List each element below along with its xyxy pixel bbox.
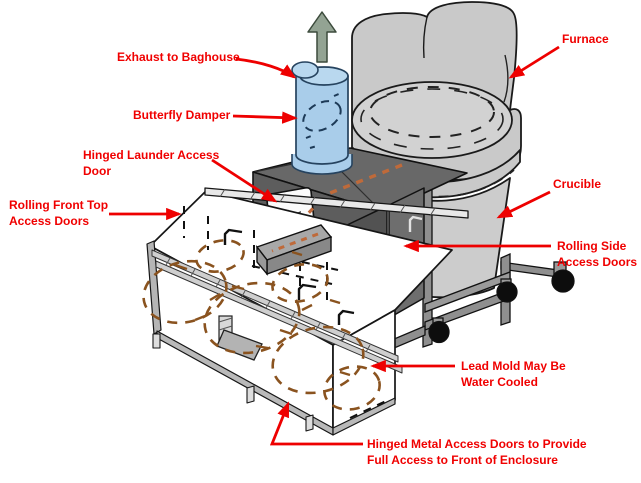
door-pull-brackets bbox=[223, 228, 355, 325]
arrow-crucible bbox=[496, 190, 551, 219]
enclosure-left-post bbox=[146, 240, 162, 335]
furnace-body-crease bbox=[422, 16, 428, 59]
arrow-butterfly-damper bbox=[232, 111, 298, 124]
exhaust-pipe-top-lobe bbox=[291, 61, 319, 79]
arrow-furnace bbox=[508, 45, 560, 79]
back-beam-hatch bbox=[219, 188, 436, 217]
furnace-mouth-hidden-edge-2 bbox=[360, 88, 504, 150]
label-butterfly-damper: Butterfly Damper bbox=[133, 108, 231, 122]
fume-swirls-group bbox=[142, 239, 381, 411]
label-furnace: Furnace bbox=[562, 32, 609, 46]
enclosure-bottom-rail-right bbox=[332, 397, 396, 436]
annotation-arrows bbox=[109, 45, 560, 446]
furnace-mouth bbox=[351, 81, 513, 159]
front-top-door-track-rails bbox=[151, 249, 403, 374]
exhaust-pipe-body bbox=[295, 75, 349, 165]
furnace-mouth-hidden-edge bbox=[369, 86, 495, 138]
label-hinged-metal-access-doors: Hinged Metal Access Doors to Provide Ful… bbox=[367, 437, 587, 467]
label-hinged-launder-access-door: Hinged Launder Access Door bbox=[83, 148, 220, 178]
label-crucible: Crucible bbox=[553, 177, 602, 191]
door-handle-right bbox=[408, 215, 423, 232]
arrow-hinged-launder-door bbox=[211, 158, 278, 203]
butterfly-damper-dashed-ellipse bbox=[302, 100, 342, 132]
arrow-hinged-metal bbox=[269, 401, 363, 446]
enclosure-foot-2 bbox=[246, 385, 255, 404]
enclosure-foot-1 bbox=[152, 333, 161, 349]
label-lead-mold-water-cooled: Lead Mold May Be Water Cooled bbox=[461, 359, 566, 389]
launder-trough-group bbox=[255, 224, 333, 276]
label-exhaust-to-baghouse: Exhaust to Baghouse bbox=[117, 50, 240, 64]
damper-tick-marks bbox=[305, 92, 342, 149]
arrow-exhaust-to-baghouse bbox=[235, 57, 297, 79]
exhaust-flow-up-arrow bbox=[307, 11, 337, 63]
launder-trough-end bbox=[256, 244, 268, 276]
caster-wheel-rear bbox=[551, 269, 575, 293]
launder-molten-path-trough bbox=[271, 232, 319, 253]
crucible-crease bbox=[503, 54, 509, 103]
label-rolling-side-access-doors: Rolling Side Access Doors bbox=[557, 239, 638, 269]
caster-wheel-right bbox=[496, 281, 518, 303]
label-rolling-front-top-access-doors: Rolling Front Top Access Doors bbox=[9, 198, 109, 228]
enclosure-foot-3 bbox=[305, 414, 314, 432]
hood-top-crease-left bbox=[253, 162, 298, 173]
caster-wheel-mid bbox=[428, 320, 450, 344]
